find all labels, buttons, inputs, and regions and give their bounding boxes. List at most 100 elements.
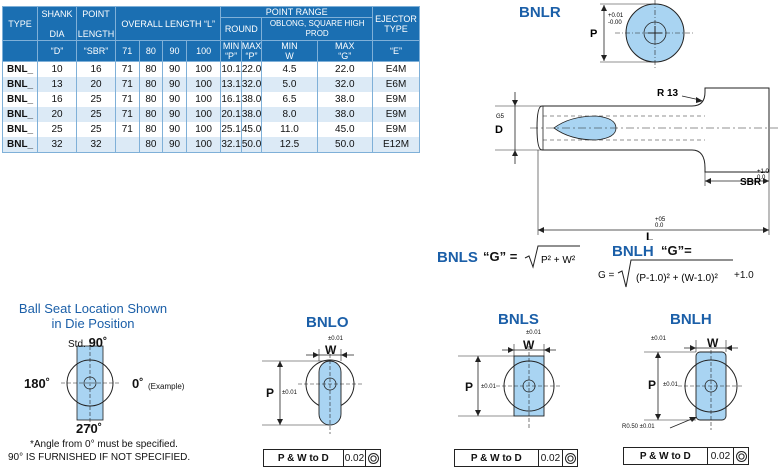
th-w-label: W bbox=[285, 51, 294, 61]
bnlr-p-arrow-bottom bbox=[601, 55, 607, 61]
bnlh-formula-suffix: +1.0 bbox=[734, 270, 754, 281]
bnlr-d-label: D bbox=[495, 124, 503, 136]
bnlo-w-tol: ±0.01 bbox=[328, 336, 343, 342]
bnlo-title: BNLO bbox=[306, 314, 349, 331]
th-l-90: 90 bbox=[162, 40, 187, 62]
concentricity-icon bbox=[734, 448, 748, 464]
table-cell: 90 bbox=[162, 122, 187, 137]
table-cell: E9M bbox=[372, 107, 420, 122]
bnlo-p-label: P bbox=[266, 386, 275, 400]
table-cell: 45.0 bbox=[240, 122, 263, 137]
th-round: ROUND bbox=[220, 17, 263, 41]
table-cell: 10 bbox=[37, 61, 77, 77]
ball-seat-std-label: Std. bbox=[68, 339, 86, 350]
bnls-p-arrow-bottom bbox=[475, 410, 481, 416]
th-max-label-2: MAX bbox=[335, 41, 355, 51]
table-cell: 32.1 bbox=[220, 137, 242, 153]
table-cell: 25 bbox=[76, 92, 116, 107]
table-cell: 25 bbox=[37, 122, 77, 137]
ball-seat-diagram bbox=[61, 340, 121, 428]
table-cell: 10.1 bbox=[220, 61, 242, 77]
table-cell: BNL_ bbox=[2, 61, 38, 77]
bnls-p-tol: ±0.01 bbox=[481, 384, 496, 390]
bnlr-l-arrow-right bbox=[763, 227, 769, 233]
ball-seat-title-line1: Ball Seat Location Shown bbox=[18, 301, 168, 316]
th-round-max: MAX“P” bbox=[240, 40, 263, 62]
th-e: “E” bbox=[372, 40, 420, 62]
bnlr-r13-arrow bbox=[696, 97, 703, 103]
bnlh-r-arrow bbox=[689, 417, 697, 422]
table-cell: 38.0 bbox=[240, 107, 263, 122]
th-type: TYPE bbox=[2, 6, 38, 41]
table-cell: 16.1 bbox=[220, 92, 242, 107]
bnlr-g5: G5 bbox=[496, 114, 505, 120]
bnlo-tolerance-box: P & W to D 0.02 bbox=[263, 449, 381, 467]
bnlh-p-tol: ±0.01 bbox=[663, 382, 678, 388]
table-cell: 90 bbox=[162, 61, 187, 77]
table-cell: 45.0 bbox=[316, 122, 374, 137]
bnls-box-label: P & W to D bbox=[455, 450, 539, 466]
th-dia-label: DIA bbox=[49, 28, 65, 39]
bnls-w-label: W bbox=[523, 338, 535, 352]
th-round-min: MIN“P” bbox=[220, 40, 242, 62]
table-cell: 20 bbox=[76, 77, 116, 92]
table-cell: 6.5 bbox=[261, 92, 318, 107]
ball-seat-0: 0˚ bbox=[132, 376, 144, 391]
table-cell: 25.1 bbox=[220, 122, 242, 137]
table-cell: E6M bbox=[372, 77, 420, 92]
bnlr-pin-body bbox=[536, 87, 770, 173]
bnlr-d-arrow-top bbox=[512, 100, 518, 106]
ball-seat-note1: *Angle from 0° must be specified. bbox=[30, 439, 178, 450]
bnlh-box-label: P & W to D bbox=[624, 448, 708, 464]
concentricity-icon bbox=[366, 450, 380, 466]
table-cell: 71 bbox=[115, 122, 140, 137]
table-cell: 80 bbox=[138, 77, 164, 92]
table-cell: 11.0 bbox=[261, 122, 318, 137]
bnlh-title: BNLH bbox=[670, 311, 712, 328]
bnlo-p-arrow-top bbox=[277, 361, 283, 367]
th-point-label: POINT bbox=[82, 8, 110, 19]
table-cell: 90 bbox=[162, 107, 187, 122]
bnlh-r-note: R0.50 ±0.01 bbox=[622, 424, 655, 430]
bnlr-sbr-arrow-left bbox=[705, 178, 711, 184]
bnlr-d-arrow-bottom bbox=[512, 150, 518, 156]
bnls-box-value: 0.02 bbox=[539, 450, 564, 466]
ball-seat-270: 270˚ bbox=[76, 421, 103, 436]
ball-seat-example: (Example) bbox=[148, 382, 185, 391]
table-cell: 80 bbox=[138, 122, 164, 137]
bnlh-radical-sign bbox=[617, 259, 733, 288]
bnlh-w-tol: ±0.01 bbox=[651, 336, 666, 342]
table-cell: 22.0 bbox=[240, 61, 263, 77]
table-cell: BNL_ bbox=[2, 137, 38, 153]
table-cell: 8.0 bbox=[261, 107, 318, 122]
table-cell: BNL_ bbox=[2, 122, 38, 137]
bnlh-p-arrow-bottom bbox=[655, 414, 661, 420]
bnlo-w-arrow-left bbox=[313, 352, 319, 358]
table-cell: 100 bbox=[185, 61, 222, 77]
table-cell: 90 bbox=[162, 137, 187, 153]
bnls-tolerance-box: P & W to D 0.02 bbox=[454, 449, 578, 467]
bnls-p-arrow-top bbox=[475, 356, 481, 362]
bnls-w-arrow-left bbox=[508, 347, 514, 353]
ball-seat-90: 90˚ bbox=[88, 335, 108, 350]
bnlh-box-value: 0.02 bbox=[708, 448, 735, 464]
table-cell: 16 bbox=[76, 61, 116, 77]
table-cell: 32.0 bbox=[316, 77, 374, 92]
table-cell: 100 bbox=[185, 107, 222, 122]
bnlr-l-tol-minus: 0.0 bbox=[655, 223, 664, 229]
table-cell: 16 bbox=[37, 92, 77, 107]
table-cell: 25 bbox=[76, 107, 116, 122]
bnlr-r13-label: R 13 bbox=[657, 88, 679, 99]
table-cell: 71 bbox=[115, 107, 140, 122]
th-g-label: “G” bbox=[338, 51, 352, 61]
bnlr-p-tol-plus: +0.01 bbox=[608, 13, 624, 19]
table-cell: 71 bbox=[115, 77, 140, 92]
